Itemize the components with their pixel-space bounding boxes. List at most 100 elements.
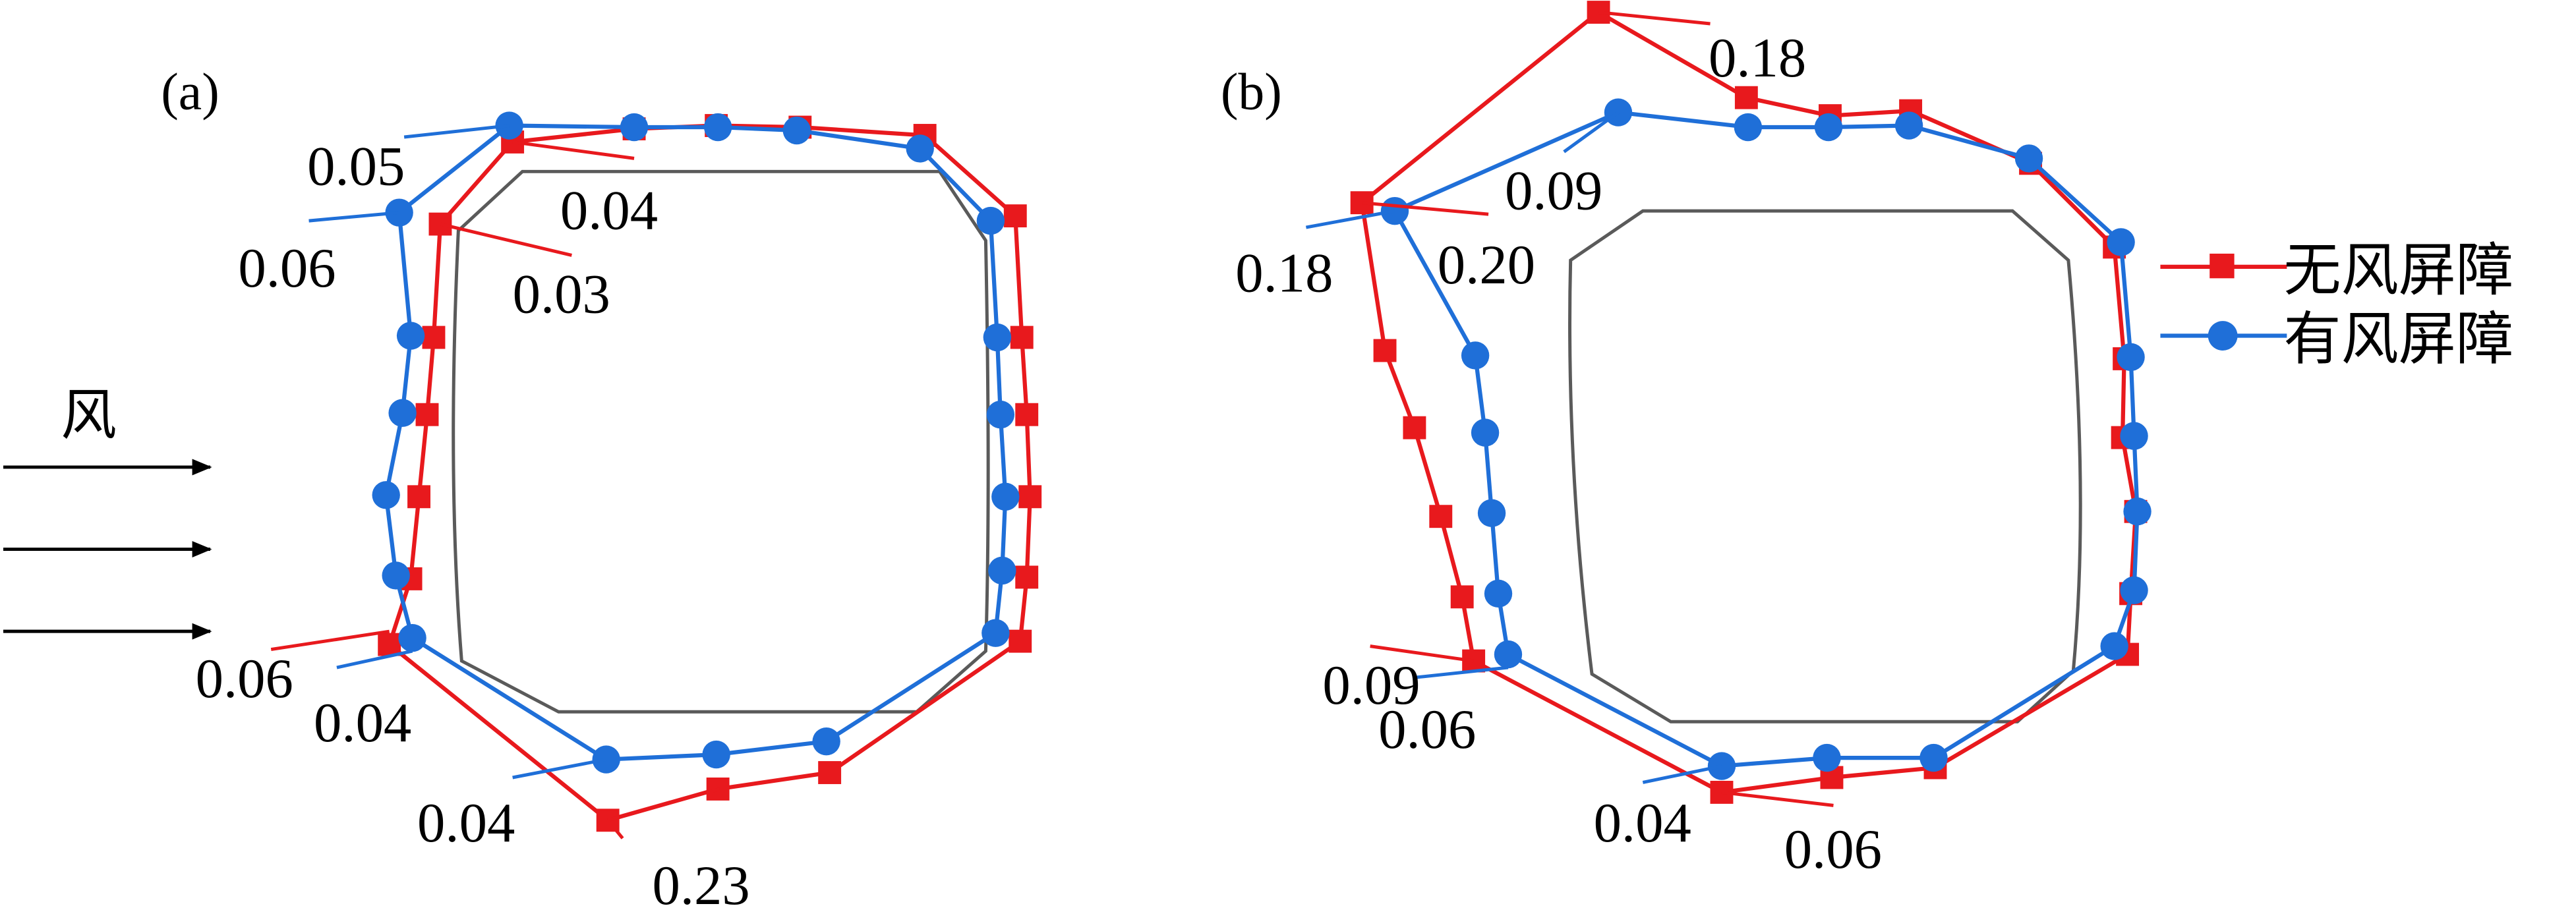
leader-line xyxy=(1370,644,1474,663)
value-label: 0.18 xyxy=(1235,242,1333,304)
data-point xyxy=(906,134,934,163)
data-point xyxy=(2100,632,2128,660)
value-label: 0.06 xyxy=(1784,818,1882,880)
legend-marker xyxy=(2208,321,2238,351)
series-line xyxy=(387,123,1032,823)
panel-a-series-with-screen xyxy=(372,111,1020,774)
value-label: 0.04 xyxy=(417,792,515,854)
data-point xyxy=(1477,499,1506,527)
data-point xyxy=(398,623,426,652)
data-point xyxy=(782,116,811,145)
leader-line xyxy=(606,819,624,839)
value-label: 0.05 xyxy=(307,135,405,197)
leader-line xyxy=(1416,666,1509,679)
panel-b-car-outline xyxy=(1568,209,2082,724)
wind-label: 风 xyxy=(61,385,117,447)
legend: 无风屏障 有风屏障 xyxy=(2160,239,2513,371)
data-point xyxy=(2014,144,2043,173)
value-label: 0.04 xyxy=(560,180,658,242)
panel-a-series-no-screen xyxy=(378,114,1042,832)
data-point xyxy=(2120,422,2148,450)
value-label: 0.09 xyxy=(1505,160,1602,222)
data-point xyxy=(2107,228,2135,256)
value-label: 0.06 xyxy=(1378,698,1476,760)
data-point xyxy=(378,633,401,656)
data-point xyxy=(1373,339,1397,362)
data-point xyxy=(1018,485,1042,509)
legend-item-with-screen: 有风屏障 xyxy=(2160,307,2513,371)
data-point xyxy=(1919,743,1948,772)
legend-label: 有风屏障 xyxy=(2283,307,2513,371)
data-point xyxy=(1484,579,1513,608)
leader-line xyxy=(403,124,510,139)
data-point xyxy=(1471,418,1500,447)
leader-line xyxy=(1563,111,1620,154)
leader-line xyxy=(336,649,413,669)
value-label: 0.18 xyxy=(1709,27,1806,89)
data-point xyxy=(1813,743,1841,772)
panel-b-series-with-screen xyxy=(1380,98,2152,780)
data-point xyxy=(981,619,1010,647)
leader-line xyxy=(1305,209,1395,229)
data-point xyxy=(620,113,649,142)
leader-line xyxy=(1598,11,1711,26)
value-label: 0.06 xyxy=(238,237,336,299)
data-point xyxy=(1010,326,1034,349)
data-point xyxy=(407,485,430,509)
data-point xyxy=(1494,640,1523,669)
value-label: 0.04 xyxy=(1594,792,1691,854)
data-point xyxy=(1015,403,1039,426)
data-point xyxy=(1814,113,1843,142)
value-label: 0.06 xyxy=(196,648,293,710)
data-point xyxy=(2117,343,2145,372)
data-point xyxy=(818,761,842,784)
data-point xyxy=(396,322,425,350)
value-label: 0.09 xyxy=(1322,654,1420,716)
leader-line xyxy=(607,787,720,822)
series-line xyxy=(384,123,1008,762)
data-point xyxy=(422,326,446,349)
data-point xyxy=(1894,111,1923,140)
data-point xyxy=(986,400,1015,429)
data-point xyxy=(1015,565,1039,589)
data-point xyxy=(991,482,1020,511)
value-label: 0.03 xyxy=(513,264,610,326)
value-label: 0.23 xyxy=(652,855,749,908)
value-label: 0.20 xyxy=(1438,234,1535,296)
legend-item-no-screen: 无风屏障 xyxy=(2160,239,2513,302)
data-point xyxy=(1734,113,1763,142)
leader-line xyxy=(1642,764,1722,784)
leader-line xyxy=(440,222,572,257)
leader-line xyxy=(512,140,635,160)
leader-line xyxy=(308,211,399,223)
data-point xyxy=(703,113,732,142)
data-point xyxy=(1403,416,1426,440)
legend-label: 无风屏障 xyxy=(2283,239,2513,302)
data-point xyxy=(976,206,1005,235)
leader-line xyxy=(1361,201,1489,216)
data-point xyxy=(382,561,410,590)
data-point xyxy=(1734,86,1758,109)
data-point xyxy=(1003,204,1027,228)
panel-b: (b) xyxy=(1221,1,2152,880)
leader-line xyxy=(512,758,607,780)
legend-marker xyxy=(2210,253,2235,279)
data-point xyxy=(415,403,439,426)
data-point xyxy=(988,556,1016,585)
value-label: 0.04 xyxy=(314,692,411,754)
data-point xyxy=(388,399,417,427)
data-point xyxy=(1429,505,1453,528)
data-point xyxy=(1450,585,1474,609)
data-point xyxy=(1604,98,1633,127)
data-point xyxy=(1461,341,1490,370)
leader-line xyxy=(1721,790,1834,807)
data-point xyxy=(2123,497,2152,526)
panel-a: (a) 风 xyxy=(3,63,1042,908)
panel-a-label: (a) xyxy=(161,63,220,121)
data-point xyxy=(812,727,840,756)
data-point xyxy=(983,323,1012,352)
data-point xyxy=(1009,629,1032,653)
leader-line xyxy=(270,629,390,652)
data-point xyxy=(2120,576,2148,605)
